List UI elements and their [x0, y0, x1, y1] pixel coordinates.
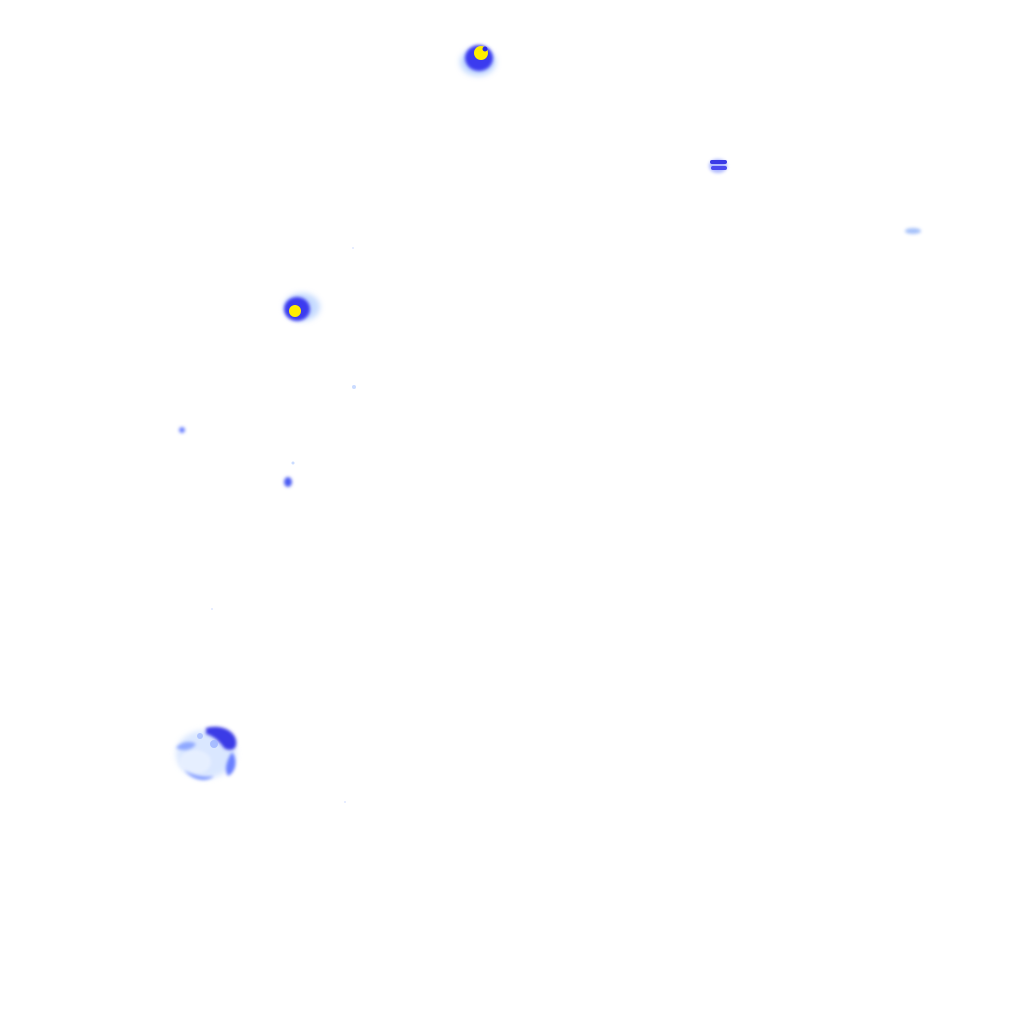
blob-upper-right	[709, 159, 727, 173]
blob-bottom-left	[176, 726, 237, 780]
speck	[284, 477, 292, 487]
speck	[352, 385, 356, 389]
speck	[344, 801, 346, 803]
wisp-far-right	[905, 228, 921, 234]
speck	[211, 608, 213, 610]
blob-top-center	[460, 45, 496, 76]
speck	[179, 427, 185, 433]
blob-left-middle-core	[289, 305, 301, 317]
speck	[291, 461, 295, 465]
blob-left-middle	[284, 293, 320, 321]
speck	[352, 247, 354, 249]
